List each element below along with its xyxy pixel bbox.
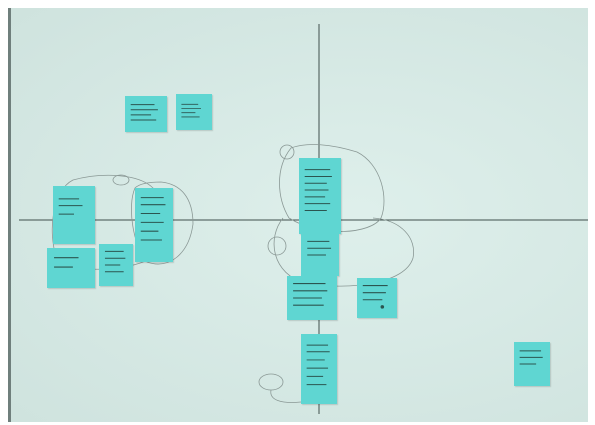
sticky-note: [301, 234, 339, 276]
sticky-note: [299, 158, 341, 234]
sticky-note: [514, 342, 550, 386]
circle-bottom: [258, 373, 302, 403]
circle-center-group: [267, 144, 415, 287]
whiteboard: [8, 8, 588, 422]
sticky-note: [176, 94, 212, 130]
sticky-note: [287, 276, 337, 320]
sticky-note: [53, 186, 95, 244]
sticky-note: [125, 96, 167, 132]
sticky-note: [301, 334, 337, 404]
sticky-note: [99, 244, 133, 286]
sticky-note: [47, 248, 95, 288]
sticky-note: [135, 188, 173, 262]
sticky-note: [357, 278, 397, 318]
